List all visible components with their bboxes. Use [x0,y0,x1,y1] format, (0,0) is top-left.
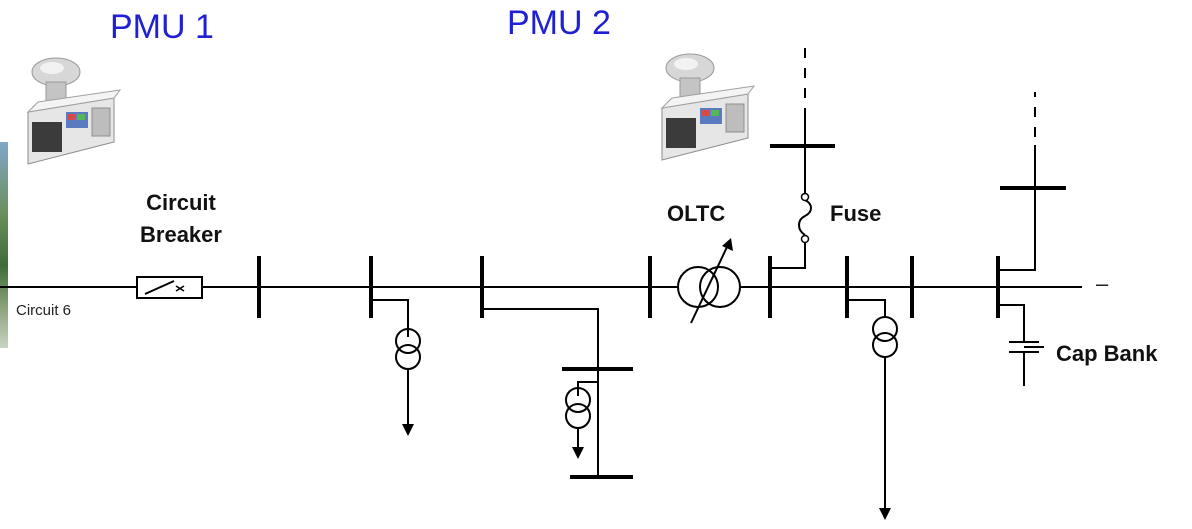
circuit-breaker-label-line2: Breaker [140,222,222,247]
upper-branch [998,92,1066,271]
circuit-label: Circuit 6 [16,302,72,319]
pmu-device-icon [661,53,755,161]
load-arrow-icon [572,447,584,459]
fuse-symbol [798,199,812,236]
load-branch-1 [371,299,421,436]
oltc-transformer-symbol [677,238,741,324]
load-arrow-icon [879,508,891,520]
pmu-device-icon [27,57,121,165]
capacitor-bank-symbol [998,304,1044,386]
circuit-breaker-label-line1: Circuit [146,190,216,215]
cap-bank-label: Cap Bank [1056,341,1158,366]
load-arrow-icon [402,424,414,436]
lateral-branch [482,308,633,479]
load-branch-2 [847,299,898,520]
circuit-breaker-symbol [136,276,203,299]
pmu-1-label: PMU 1 [110,8,214,46]
current-transformer-icon [872,316,898,358]
tap-changer-arrow-icon [722,238,733,251]
fuse-label: Fuse [830,201,882,226]
fuse-branch [770,48,835,269]
substation-photo-fragment [0,142,8,348]
oltc-label: OLTC [667,201,726,226]
pmu-2-label: PMU 2 [507,4,611,42]
line-continuation-mark: – [1096,271,1109,296]
bus-bars [257,256,1000,318]
circuit-breaker-label: Circuit Breaker [122,190,240,248]
